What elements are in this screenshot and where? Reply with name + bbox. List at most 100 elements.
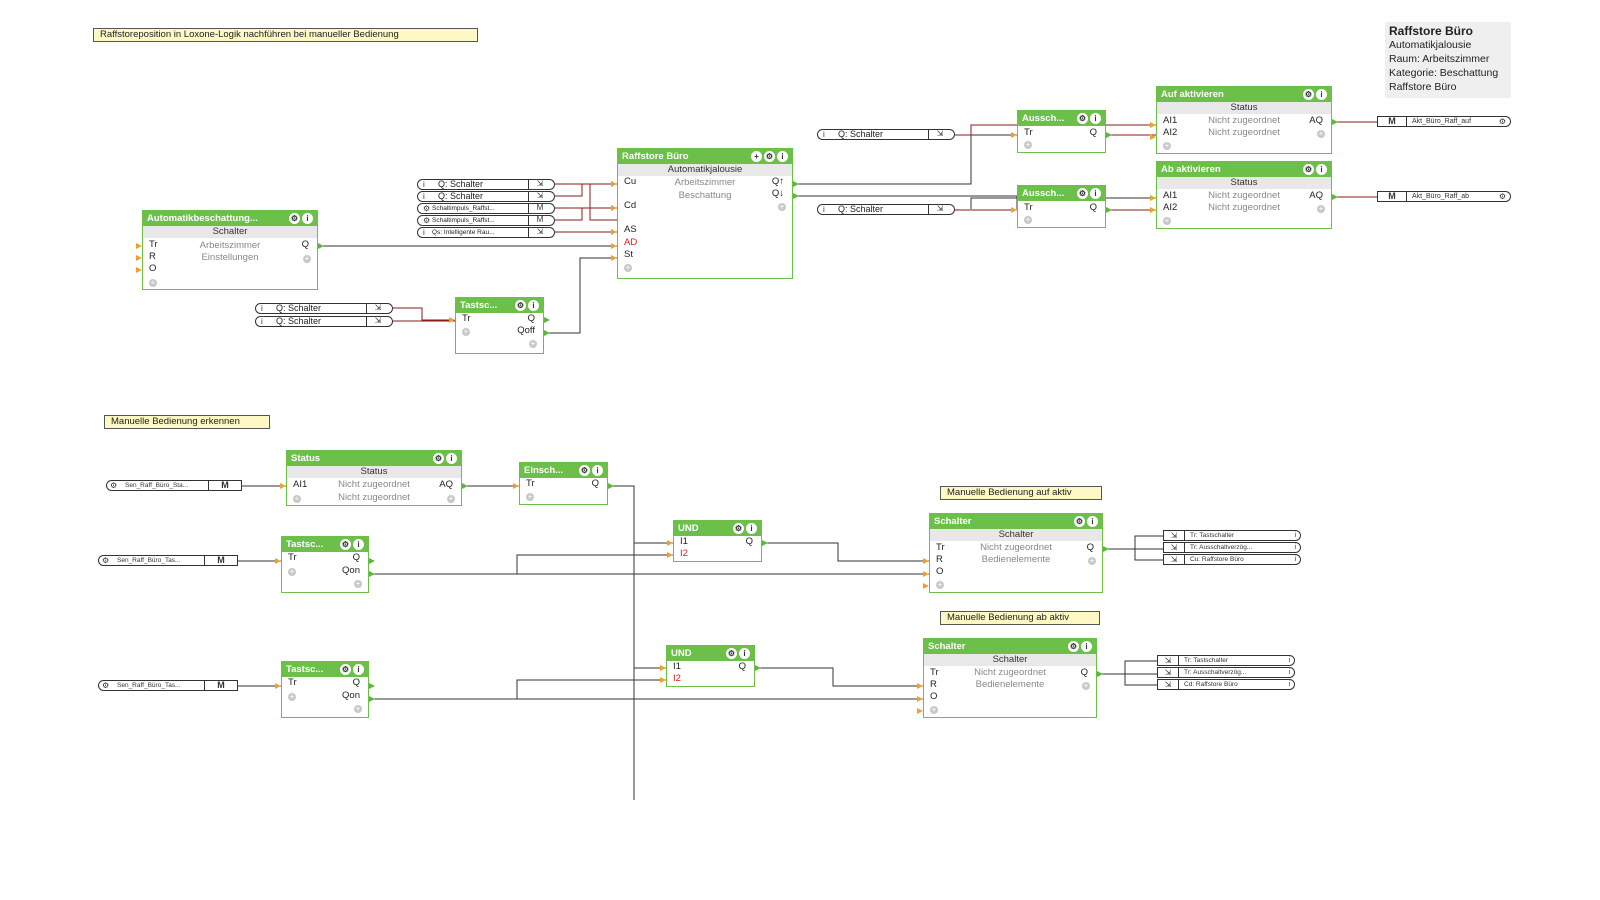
input-reference[interactable]: ⚙Schaltimpuls_Raffst...M xyxy=(417,203,555,214)
block-status-manual[interactable]: Status⚙i Status Nicht zugeordnet Nicht z… xyxy=(286,450,462,506)
wire[interactable] xyxy=(555,207,617,221)
add-input-icon[interactable]: + xyxy=(1024,140,1032,149)
wire[interactable] xyxy=(1103,535,1163,550)
add-output-icon[interactable]: + xyxy=(778,202,786,211)
output-port-icon[interactable] xyxy=(608,483,614,489)
input-port-icon[interactable] xyxy=(923,558,929,564)
settings-icon[interactable]: ⚙ xyxy=(579,465,590,476)
settings-icon[interactable]: ⚙ xyxy=(1077,113,1088,124)
info-icon[interactable]: i xyxy=(1294,544,1296,551)
add-input-icon[interactable]: + xyxy=(462,327,470,336)
input-port-icon[interactable] xyxy=(1150,195,1156,201)
input-port-icon[interactable] xyxy=(611,205,617,211)
info-icon[interactable]: i xyxy=(1294,556,1296,563)
input-port-icon[interactable] xyxy=(660,665,666,671)
add-input-icon[interactable]: + xyxy=(930,705,938,714)
jump-icon[interactable]: ⇲ xyxy=(1158,680,1179,689)
input-port-icon[interactable] xyxy=(280,483,286,489)
input-port-icon[interactable] xyxy=(1011,132,1017,138)
block-header[interactable]: Aussch...⚙i xyxy=(1018,186,1105,201)
block-status-up[interactable]: Auf aktivieren⚙i Status Nicht zugeordnet… xyxy=(1156,86,1332,154)
block-and-1[interactable]: UND⚙i I1 I2 Q xyxy=(673,520,762,562)
wire[interactable] xyxy=(762,542,929,562)
block-header[interactable]: Status⚙i xyxy=(287,451,461,466)
comment-note-top[interactable]: Raffstoreposition in Loxone-Logik nachfü… xyxy=(93,28,478,42)
block-header[interactable]: Tastsc...⚙i xyxy=(282,537,368,552)
block-push-button-2[interactable]: Tastsc...⚙i Tr Q Qon + + xyxy=(281,536,369,593)
info-icon[interactable]: i xyxy=(446,453,457,464)
add-input-icon[interactable]: + xyxy=(936,580,944,589)
wire[interactable] xyxy=(555,183,617,197)
add-input-icon[interactable]: + xyxy=(624,263,632,272)
output-port-icon[interactable] xyxy=(369,683,375,689)
add-input-icon[interactable]: + xyxy=(288,567,296,576)
memory-flag-icon[interactable]: M xyxy=(528,216,551,225)
memory-flag-icon[interactable]: M xyxy=(528,204,551,213)
input-port-icon[interactable] xyxy=(923,571,929,577)
block-switch-up[interactable]: Schalter⚙i Schalter Nicht zugeordnet Bed… xyxy=(929,513,1103,593)
output-port-icon[interactable] xyxy=(1103,546,1109,552)
info-icon[interactable]: i xyxy=(1081,641,1092,652)
input-port-icon[interactable] xyxy=(136,255,142,261)
wire[interactable] xyxy=(608,485,635,800)
settings-icon[interactable]: ⚙ xyxy=(1303,89,1314,100)
block-on-delay[interactable]: Einsch...⚙i Tr Q + xyxy=(519,462,608,505)
comment-note-up[interactable]: Manuelle Bedienung auf aktiv xyxy=(940,486,1102,500)
settings-icon[interactable]: ⚙ xyxy=(340,539,351,550)
output-port-icon[interactable] xyxy=(369,558,375,564)
wire[interactable] xyxy=(1124,674,1157,686)
block-switch-down[interactable]: Schalter⚙i Schalter Nicht zugeordnet Bed… xyxy=(923,638,1097,718)
input-port-icon[interactable] xyxy=(136,267,142,273)
input-port-icon[interactable] xyxy=(611,181,617,187)
settings-icon[interactable]: ⚙ xyxy=(1303,164,1314,175)
wire[interactable] xyxy=(555,183,617,221)
block-header[interactable]: Einsch...⚙i xyxy=(520,463,607,478)
add-output-icon[interactable]: + xyxy=(447,494,455,503)
input-port-icon[interactable] xyxy=(1011,207,1017,213)
sensor-input[interactable]: ⚙Sen_Raff_Büro_Sta...M xyxy=(106,480,242,491)
block-off-delay-up[interactable]: Aussch...⚙i Tr Q + xyxy=(1017,110,1106,153)
settings-icon[interactable]: ⚙ xyxy=(1068,641,1079,652)
settings-icon[interactable]: ⚙ xyxy=(433,453,444,464)
input-port-icon[interactable] xyxy=(449,317,455,323)
output-port-icon[interactable] xyxy=(544,330,550,336)
add-input-icon[interactable]: + xyxy=(288,692,296,701)
input-port-icon[interactable] xyxy=(611,229,617,235)
input-port-icon[interactable] xyxy=(275,558,281,564)
input-port-icon[interactable] xyxy=(1150,122,1156,128)
add-output-icon[interactable]: + xyxy=(1317,204,1325,213)
block-off-delay-down[interactable]: Aussch...⚙i Tr Q + xyxy=(1017,185,1106,228)
block-and-2[interactable]: UND⚙i I1 I2 Q xyxy=(666,645,755,687)
block-raffstore-jalousie[interactable]: Raffstore Büro+⚙i Automatikjalousie Arbe… xyxy=(617,148,793,279)
settings-icon[interactable]: ⚙ xyxy=(1074,516,1085,527)
add-input-icon[interactable]: + xyxy=(526,492,534,501)
block-header[interactable]: Automatikbeschattung...⚙i xyxy=(143,211,317,226)
add-input-icon[interactable]: + xyxy=(149,278,157,287)
info-icon[interactable]: i xyxy=(1316,164,1327,175)
input-reference[interactable]: ⚙Schaltimpuls_Raffst...M xyxy=(417,215,555,226)
input-port-icon[interactable] xyxy=(136,243,142,249)
info-icon[interactable]: i xyxy=(1288,657,1290,664)
settings-icon[interactable]: ⚙ xyxy=(733,523,744,534)
info-icon[interactable]: i xyxy=(746,523,757,534)
wire[interactable] xyxy=(793,134,1017,185)
info-icon[interactable]: i xyxy=(1090,188,1101,199)
block-header[interactable]: Aussch...⚙i xyxy=(1018,111,1105,126)
output-port-icon[interactable] xyxy=(793,181,799,187)
info-icon[interactable]: i xyxy=(777,151,788,162)
output-reference[interactable]: ⇲Tr: Ausschaltverzög...i xyxy=(1163,542,1301,553)
jump-icon[interactable]: ⇲ xyxy=(366,317,389,326)
input-port-icon[interactable] xyxy=(917,708,923,714)
input-port-icon[interactable] xyxy=(917,696,923,702)
output-port-icon[interactable] xyxy=(369,571,375,577)
block-header[interactable]: Raffstore Büro+⚙i xyxy=(618,149,792,164)
input-port-icon[interactable] xyxy=(923,583,929,589)
block-status-down[interactable]: Ab aktivieren⚙i Status Nicht zugeordnet … xyxy=(1156,161,1332,229)
input-port-icon[interactable] xyxy=(275,683,281,689)
info-icon[interactable]: i xyxy=(1288,681,1290,688)
settings-icon[interactable]: ⚙ xyxy=(764,151,775,162)
